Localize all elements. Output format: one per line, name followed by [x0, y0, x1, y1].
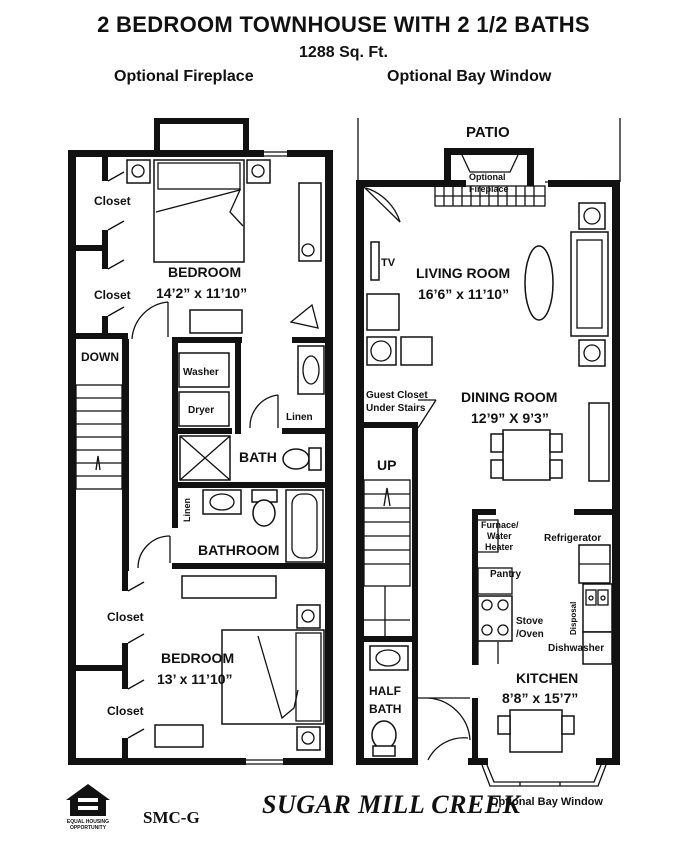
- down-stairs-label: DOWN: [81, 350, 119, 364]
- lower-floor-fixtures: [363, 154, 613, 787]
- living-room-dimensions: 16’6” x 11’10”: [418, 286, 509, 302]
- sugar-mill-creek-logo: SUGAR MILL CREEK: [262, 790, 521, 819]
- furnace-label: Heater: [485, 542, 514, 552]
- dishwasher-label: Dishwasher: [548, 643, 604, 654]
- bedroom-label: BEDROOM: [168, 264, 241, 280]
- bedroom-dimensions: 13’ x 11’10”: [157, 671, 233, 687]
- closet-label: Closet: [107, 704, 144, 718]
- fireplace-label: Optional: [469, 172, 506, 182]
- half-bath-label: BATH: [369, 702, 401, 716]
- furnace-label: Water: [487, 531, 512, 541]
- furnace-label: Furnace/: [481, 520, 519, 530]
- tv-label: TV: [381, 257, 396, 269]
- disposal-label: Disposal: [569, 602, 578, 635]
- guest-closet-label: Under Stairs: [366, 403, 426, 414]
- upper-floor-walls: [68, 118, 333, 765]
- refrigerator-label: Refrigerator: [544, 533, 601, 544]
- bedroom-label: BEDROOM: [161, 650, 234, 666]
- closet-label: Closet: [94, 194, 131, 208]
- bathroom-label: BATHROOM: [198, 542, 279, 558]
- living-room-label: LIVING ROOM: [416, 265, 510, 281]
- dining-room-label: DINING ROOM: [461, 389, 557, 405]
- stove-label: /Oven: [516, 629, 544, 640]
- bath-label: BATH: [239, 449, 277, 465]
- half-bath-label: HALF: [369, 684, 401, 698]
- linen-label: Linen: [286, 412, 313, 423]
- upper-labels: Closet Closet BEDROOM 14’2” x 11’10” DOW…: [81, 194, 313, 718]
- pantry-label: Pantry: [490, 569, 522, 580]
- bay-window-label: Optional Bay Window: [490, 796, 603, 808]
- equal-housing-badge: EQUAL HOUSING OPPORTUNITY: [62, 780, 114, 831]
- closet-label: Closet: [94, 288, 131, 302]
- stove-label: Stove: [516, 616, 544, 627]
- closet-label: Closet: [107, 610, 144, 624]
- dryer-label: Dryer: [188, 405, 214, 416]
- plan-title: 2 BEDROOM TOWNHOUSE WITH 2 1/2 BATHS: [97, 12, 590, 37]
- washer-label: Washer: [183, 367, 219, 378]
- equal-housing-icon: [66, 784, 110, 816]
- optional-fireplace-heading: Optional Fireplace: [114, 68, 254, 85]
- bedroom-dimensions: 14’2” x 11’10”: [156, 285, 247, 301]
- lower-floor-walls: [356, 118, 621, 765]
- kitchen-dimensions: 8’8” x 15’7”: [502, 690, 578, 706]
- linen-label: Linen: [182, 498, 192, 522]
- fireplace-label: Fireplace: [469, 184, 509, 194]
- upper-floor-fixtures: [75, 159, 325, 751]
- dining-room-dimensions: 12’9” X 9’3”: [471, 410, 549, 426]
- optional-bay-window-heading: Optional Bay Window: [387, 68, 552, 85]
- equal-housing-text: EQUAL HOUSING OPPORTUNITY: [66, 819, 110, 831]
- square-footage: 1288 Sq. Ft.: [299, 44, 388, 61]
- lower-labels: PATIO Optional Fireplace TV LIVING ROOM …: [366, 124, 604, 716]
- patio-label: PATIO: [466, 124, 510, 141]
- guest-closet-label: Guest Closet: [366, 390, 428, 401]
- upper-door-swings: [107, 171, 279, 739]
- plan-code: SMC-G: [143, 808, 200, 827]
- lower-door-swings: [363, 186, 471, 761]
- up-stairs-label: UP: [377, 457, 396, 473]
- kitchen-label: KITCHEN: [516, 670, 578, 686]
